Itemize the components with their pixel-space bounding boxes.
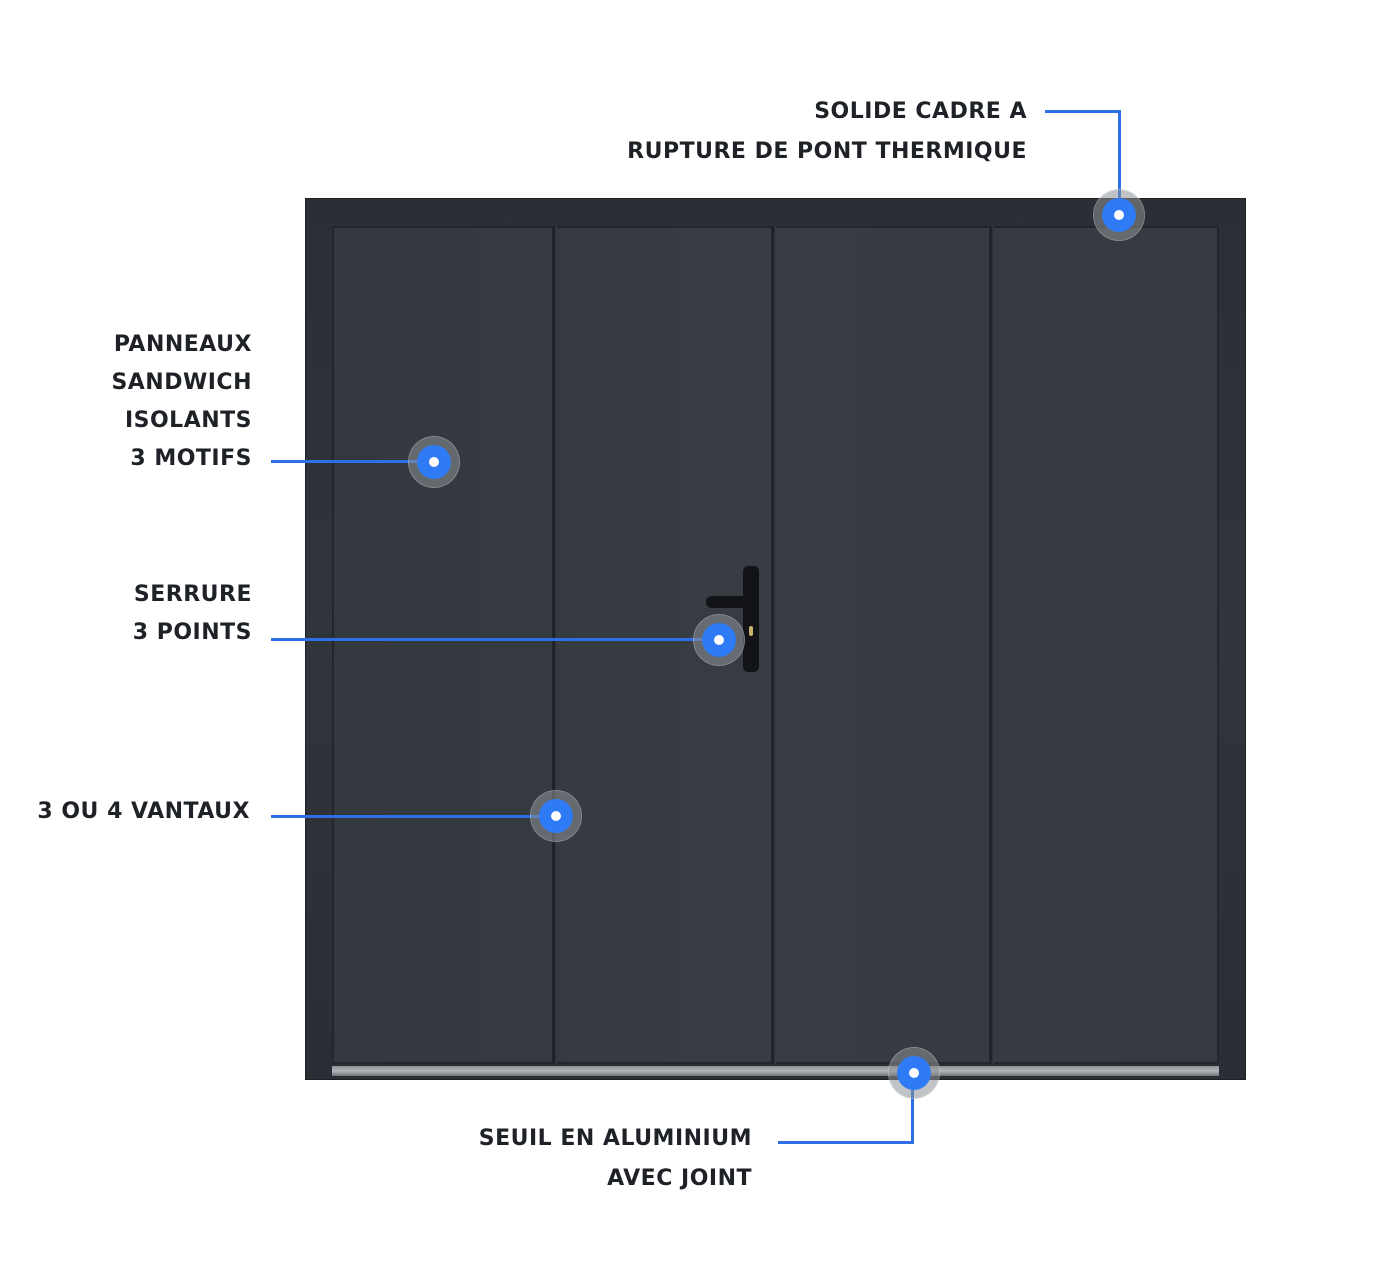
callout-line: PANNEAUX xyxy=(113,332,252,357)
frame-leader-line xyxy=(1045,110,1121,113)
threshold-marker[interactable] xyxy=(889,1048,939,1098)
keyhole-icon xyxy=(749,626,753,636)
callout-line: 3 MOTIFS xyxy=(130,446,252,471)
callout-line: SEUIL EN ALUMINIUM xyxy=(478,1126,752,1151)
leaf-joint xyxy=(552,226,557,1064)
panels-marker[interactable] xyxy=(409,437,459,487)
callout-line: SOLIDE CADRE A xyxy=(814,99,1027,124)
callout-line: ISOLANTS xyxy=(124,408,252,433)
callout-line: 3 POINTS xyxy=(132,620,252,645)
callout-line: SERRURE xyxy=(133,582,252,607)
leaves-callout-label: 3 OU 4 VANTAUX xyxy=(37,793,250,831)
door-frame xyxy=(305,198,1246,1080)
callout-line: RUPTURE DE PONT THERMIQUE xyxy=(627,139,1027,164)
callout-line: SANDWICH xyxy=(111,370,252,395)
door-handle-lever xyxy=(706,596,756,608)
callout-line: 3 OU 4 VANTAUX xyxy=(37,799,250,824)
threshold-leader-line xyxy=(911,1078,914,1144)
leaves-leader-line xyxy=(271,815,541,818)
leaf-joint xyxy=(989,226,994,1064)
door-panels xyxy=(332,226,1219,1064)
threshold-leader-line xyxy=(778,1141,914,1144)
frame-marker[interactable] xyxy=(1094,190,1144,240)
frame-leader-line xyxy=(1118,110,1121,210)
lock-callout-label: SERRURE 3 POINTS xyxy=(133,576,252,652)
aluminium-threshold xyxy=(332,1066,1219,1076)
lock-marker[interactable] xyxy=(694,615,744,665)
lock-leader-line xyxy=(271,638,707,641)
leaves-marker[interactable] xyxy=(531,791,581,841)
frame-callout-label: SOLIDE CADRE A RUPTURE DE PONT THERMIQUE xyxy=(627,92,1027,172)
callout-line: AVEC JOINT xyxy=(607,1166,752,1191)
panels-leader-line xyxy=(271,460,421,463)
leaf-joint xyxy=(771,226,776,1064)
door-handle-plate xyxy=(743,566,759,672)
panels-callout-label: PANNEAUX SANDWICH ISOLANTS 3 MOTIFS xyxy=(111,326,252,478)
threshold-callout-label: SEUIL EN ALUMINIUM AVEC JOINT xyxy=(479,1119,752,1199)
